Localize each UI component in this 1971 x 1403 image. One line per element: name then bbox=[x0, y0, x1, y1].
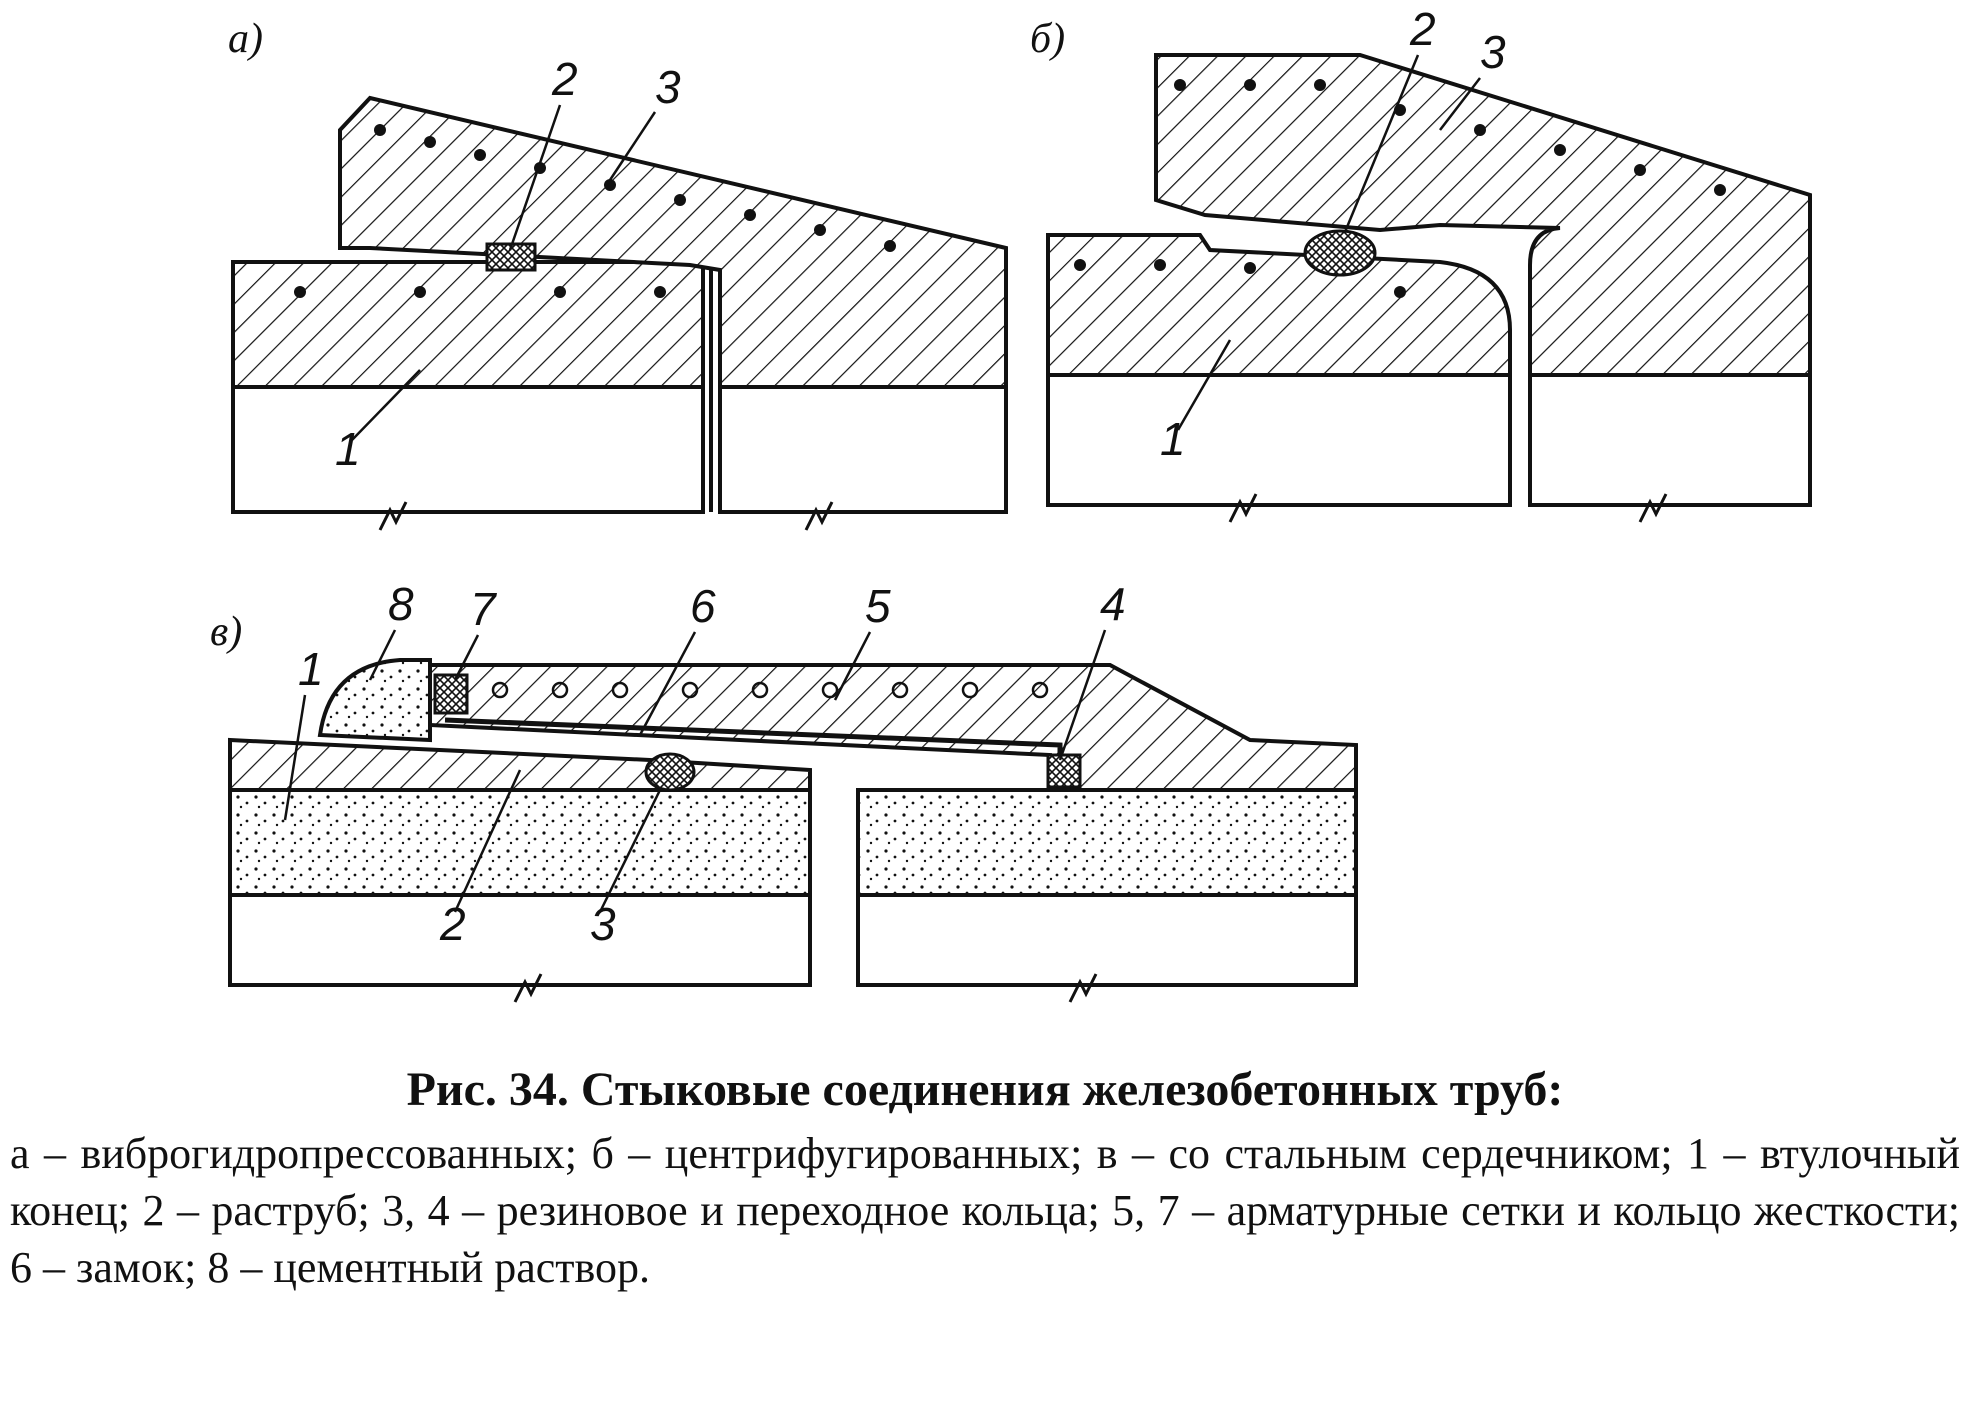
panel-c-callout-4: 4 bbox=[1100, 578, 1126, 630]
pipe-joints-figure: а) 2 3 1 б) bbox=[210, 3, 1812, 1003]
panel-a-callout-1: 1 bbox=[335, 423, 361, 475]
panel-c-break-left bbox=[513, 973, 543, 1003]
panel-c-socket-concrete bbox=[856, 788, 1358, 897]
panel-b-spigot-bore bbox=[1046, 373, 1512, 507]
panel-b: б) 2 3 1 bbox=[1030, 3, 1812, 523]
panel-a-socket-bore bbox=[718, 385, 1008, 514]
panel-c-callout-1: 1 bbox=[298, 643, 324, 695]
panel-c-leader-6 bbox=[638, 631, 697, 736]
panel-a-break-left bbox=[378, 501, 408, 531]
panel-a-break-right bbox=[804, 501, 834, 531]
panel-c-transition-ring bbox=[1046, 753, 1082, 789]
panel-c-leader-4 bbox=[1058, 629, 1107, 761]
panel-c-spigot-concrete bbox=[228, 788, 812, 897]
panel-a-spigot-bore bbox=[231, 385, 705, 514]
panel-c-callout-7: 7 bbox=[470, 583, 497, 635]
panel-a: а) 2 3 1 bbox=[228, 16, 1008, 531]
panel-c-leader-5 bbox=[833, 631, 872, 701]
panel-c-leader-7 bbox=[453, 634, 480, 681]
panel-c-reinforcement bbox=[491, 681, 1049, 699]
panel-b-break-left bbox=[1228, 493, 1258, 523]
panel-a-callout-2: 2 bbox=[551, 53, 578, 105]
panel-c-rubber-ring bbox=[644, 752, 696, 792]
panel-b-leader-3 bbox=[1439, 77, 1481, 131]
panel-b-callout-1: 1 bbox=[1160, 413, 1186, 465]
caption-title: Рис. 34. Стыковые соединения железобетон… bbox=[406, 1063, 1564, 1116]
panel-c-spigot-band bbox=[228, 737, 812, 792]
panel-b-break-right bbox=[1638, 493, 1668, 523]
panel-a-socket bbox=[338, 95, 1008, 389]
panel-a-leader-2 bbox=[508, 104, 562, 251]
panel-b-reinforcement bbox=[1074, 79, 1726, 298]
panel-c-leader-1 bbox=[283, 694, 307, 821]
panel-a-letter: а) bbox=[228, 16, 263, 62]
panel-a-leader-3 bbox=[608, 111, 657, 181]
panel-b-socket-bore bbox=[1528, 373, 1812, 507]
panel-c: в) 8 7 6 5 4 bbox=[210, 578, 1358, 1003]
panel-a-leader-1 bbox=[351, 369, 421, 441]
panel-c-callout-6: 6 bbox=[690, 580, 716, 632]
caption-text: а – виброгидропрессованных; б – центрифу… bbox=[10, 1129, 1960, 1292]
figure-caption: Рис. 34. Стыковые соединения железобетон… bbox=[10, 1062, 1960, 1296]
panel-b-letter: б) bbox=[1030, 16, 1065, 62]
panel-b-callout-3: 3 bbox=[1480, 26, 1506, 78]
panel-c-callout-8: 8 bbox=[388, 578, 414, 630]
panel-c-leader-8 bbox=[368, 629, 397, 681]
panel-c-letter: в) bbox=[210, 609, 242, 655]
panel-c-cement-mortar bbox=[317, 658, 432, 743]
panel-c-break-right bbox=[1068, 973, 1098, 1003]
panel-b-spigot-wall bbox=[1046, 233, 1512, 377]
panel-c-callout-2: 2 bbox=[439, 898, 466, 950]
panel-c-stiffness-ring bbox=[433, 673, 469, 715]
panel-b-callout-2: 2 bbox=[1409, 3, 1436, 55]
panel-b-leader-2 bbox=[1343, 54, 1420, 233]
panel-a-callout-3: 3 bbox=[655, 61, 681, 113]
panel-a-spigot-wall bbox=[231, 260, 705, 389]
panel-c-spigot-bore bbox=[228, 893, 812, 987]
panel-b-rubber-ring bbox=[1303, 229, 1377, 277]
panel-b-leader-1 bbox=[1176, 339, 1232, 431]
panel-c-socket-bore bbox=[856, 893, 1358, 987]
panel-c-leader-2 bbox=[453, 769, 522, 913]
panel-c-leader-3 bbox=[598, 789, 662, 913]
panel-c-callout-5: 5 bbox=[865, 580, 891, 632]
